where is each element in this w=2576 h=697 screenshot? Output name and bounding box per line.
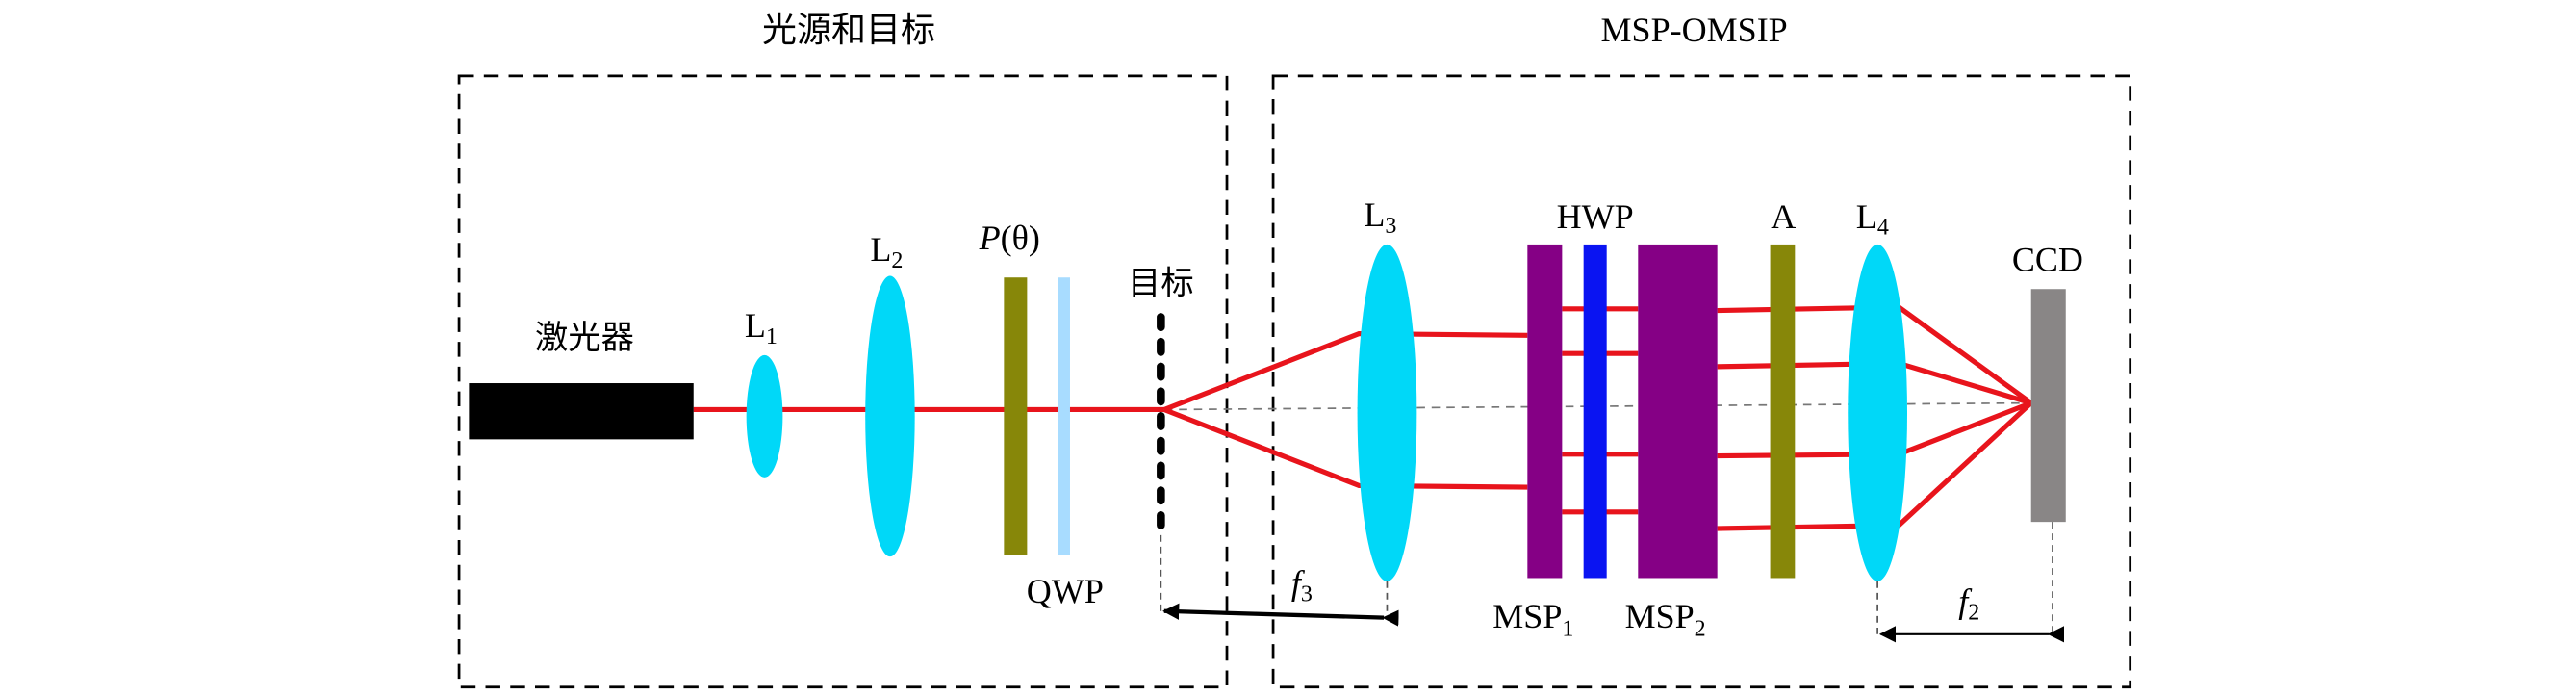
right-group-title: MSP-OMSIP — [1601, 11, 1788, 49]
right-group-box — [1271, 74, 2132, 689]
quarter-wave-plate — [1058, 277, 1070, 555]
left-group-box — [457, 74, 1229, 689]
hwp-label: HWP — [1557, 197, 1634, 236]
msp2-label: MSP2 — [1625, 597, 1706, 642]
msp1 — [1527, 244, 1563, 579]
f2-label: f2 — [1958, 582, 1979, 626]
lens-l3 — [1357, 244, 1417, 581]
half-wave-plate — [1583, 244, 1607, 579]
msp1-label: MSP1 — [1492, 597, 1573, 642]
lens-l1-label: L1 — [745, 306, 778, 349]
ccd-label: CCD — [2012, 240, 2083, 278]
beam-diverge-lower — [1162, 407, 1528, 490]
analyzer — [1770, 244, 1796, 579]
polarizer — [1004, 277, 1028, 555]
f3-arrow — [1162, 603, 1399, 627]
laser-body — [469, 383, 694, 440]
beam-diverge-upper — [1162, 330, 1528, 412]
laser-label: 激光器 — [535, 319, 634, 357]
lens-l3-label: L3 — [1364, 195, 1396, 239]
lens-l2-label: L2 — [870, 230, 903, 273]
analyzer-label: A — [1771, 197, 1796, 236]
lens-l4-label: L4 — [1856, 197, 1889, 241]
f3-label: f3 — [1291, 564, 1313, 607]
msp2 — [1638, 244, 1718, 579]
qwp-label: QWP — [1027, 572, 1104, 610]
left-group-title: 光源和目标 — [762, 11, 935, 50]
ccd-sensor — [2030, 289, 2066, 523]
target-label: 目标 — [1128, 264, 1194, 302]
lens-l4 — [1848, 244, 1908, 581]
lens-l1 — [746, 354, 783, 478]
lens-l2 — [865, 275, 915, 557]
polarizer-label: P(θ) — [979, 219, 1040, 257]
